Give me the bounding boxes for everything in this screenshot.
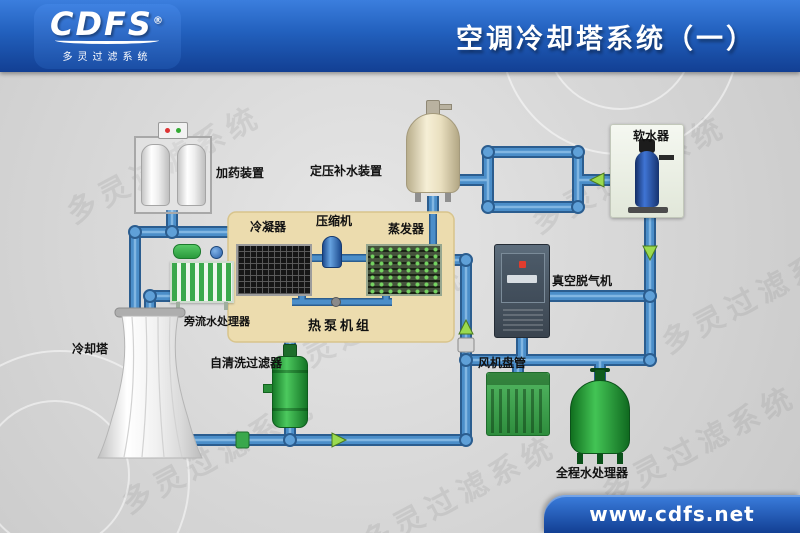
makeup-tank-body xyxy=(406,113,460,193)
label-condenser: 冷凝器 xyxy=(250,220,287,234)
label-compressor: 压缩机 xyxy=(316,214,353,228)
label-dosing-device: 加药装置 xyxy=(216,166,265,180)
side-stream-processor xyxy=(170,244,234,310)
label-heat-pump-unit: 热泵机组 xyxy=(308,319,373,334)
brand-logo-text: CDFS® xyxy=(50,8,165,40)
label-cooling-tower: 冷却塔 xyxy=(72,342,109,356)
processor-leg xyxy=(617,453,623,464)
makeup-leg xyxy=(445,193,451,202)
page-title: 空调冷却塔系统（一） xyxy=(456,23,756,55)
strainer-fitting xyxy=(457,337,475,353)
processor-valve xyxy=(595,370,605,383)
makeup-leg xyxy=(415,193,421,202)
tower-shell xyxy=(97,315,203,459)
pipe-joints xyxy=(128,145,657,447)
label-fan-coil: 风机盘管 xyxy=(478,356,527,370)
dosing-device xyxy=(134,122,212,216)
processor-leg xyxy=(577,453,583,464)
registered-mark: ® xyxy=(152,14,165,26)
side-stream-leg xyxy=(176,302,180,310)
side-stream-pump xyxy=(210,246,223,259)
side-stream-body xyxy=(170,261,234,303)
label-side-stream-processor: 旁流水处理器 xyxy=(184,315,250,328)
vacuum-degasser xyxy=(494,244,550,338)
cooling-tower xyxy=(96,306,204,462)
softener-cylinder xyxy=(635,151,659,207)
evaporator-unit xyxy=(366,244,442,296)
pipes-internal xyxy=(292,214,433,307)
pressure-makeup-tank xyxy=(406,100,460,202)
label-pressure-makeup: 定压补水装置 xyxy=(310,164,383,178)
watermark-circle xyxy=(0,400,130,533)
brand-name: CDFS xyxy=(50,4,153,43)
fan-coil-slats xyxy=(491,389,547,433)
website-url[interactable]: www.cdfs.net xyxy=(589,502,755,526)
processor-leg xyxy=(597,453,603,464)
label-water-softener: 软水器 xyxy=(633,129,670,143)
side-stream-leg xyxy=(224,302,228,310)
logo-swoosh xyxy=(55,37,160,44)
filter-inlet-stub xyxy=(263,384,273,393)
label-full-process-processor: 全程水处理器 xyxy=(556,466,629,480)
softener-valve xyxy=(639,139,655,153)
degasser-display xyxy=(507,275,537,283)
fan-coil-top xyxy=(487,373,549,385)
makeup-fitting-tee xyxy=(439,104,452,110)
footer-bar: www.cdfs.net xyxy=(544,495,800,533)
filter-flange xyxy=(272,370,308,373)
flow-arrows xyxy=(331,172,658,448)
header-bar: CDFS® 多灵过滤系统 空调冷却塔系统（一） xyxy=(0,0,800,72)
water-softener xyxy=(610,124,684,218)
softener-base xyxy=(628,207,668,213)
processor-body xyxy=(570,380,630,454)
tower-graphic xyxy=(97,307,203,459)
degasser-indicator xyxy=(519,261,526,268)
label-vacuum-degasser: 真空脱气机 xyxy=(552,274,613,288)
dosing-tank-right xyxy=(177,144,206,206)
filter-flange xyxy=(272,408,308,411)
condenser-unit xyxy=(236,244,312,296)
brand-logo-subtitle: 多灵过滤系统 xyxy=(62,51,153,63)
fan-coil-unit xyxy=(486,372,550,436)
label-evaporator: 蒸发器 xyxy=(388,222,425,236)
side-stream-motor xyxy=(173,244,201,259)
compressor-unit xyxy=(322,236,342,268)
self-cleaning-filter xyxy=(263,344,308,432)
degasser-vents xyxy=(503,309,543,331)
brand-logo: CDFS® 多灵过滤系统 xyxy=(34,3,181,69)
dosing-tank-left xyxy=(141,144,170,206)
tower-ribs xyxy=(123,316,183,458)
dosing-control-box xyxy=(158,122,188,139)
check-valve-fitting xyxy=(235,431,250,449)
full-process-processor xyxy=(570,368,630,464)
label-self-cleaning-filter: 自清洗过滤器 xyxy=(210,356,283,370)
filter-body xyxy=(272,356,308,428)
expansion-valve xyxy=(331,297,341,307)
softener-tube xyxy=(659,155,674,160)
